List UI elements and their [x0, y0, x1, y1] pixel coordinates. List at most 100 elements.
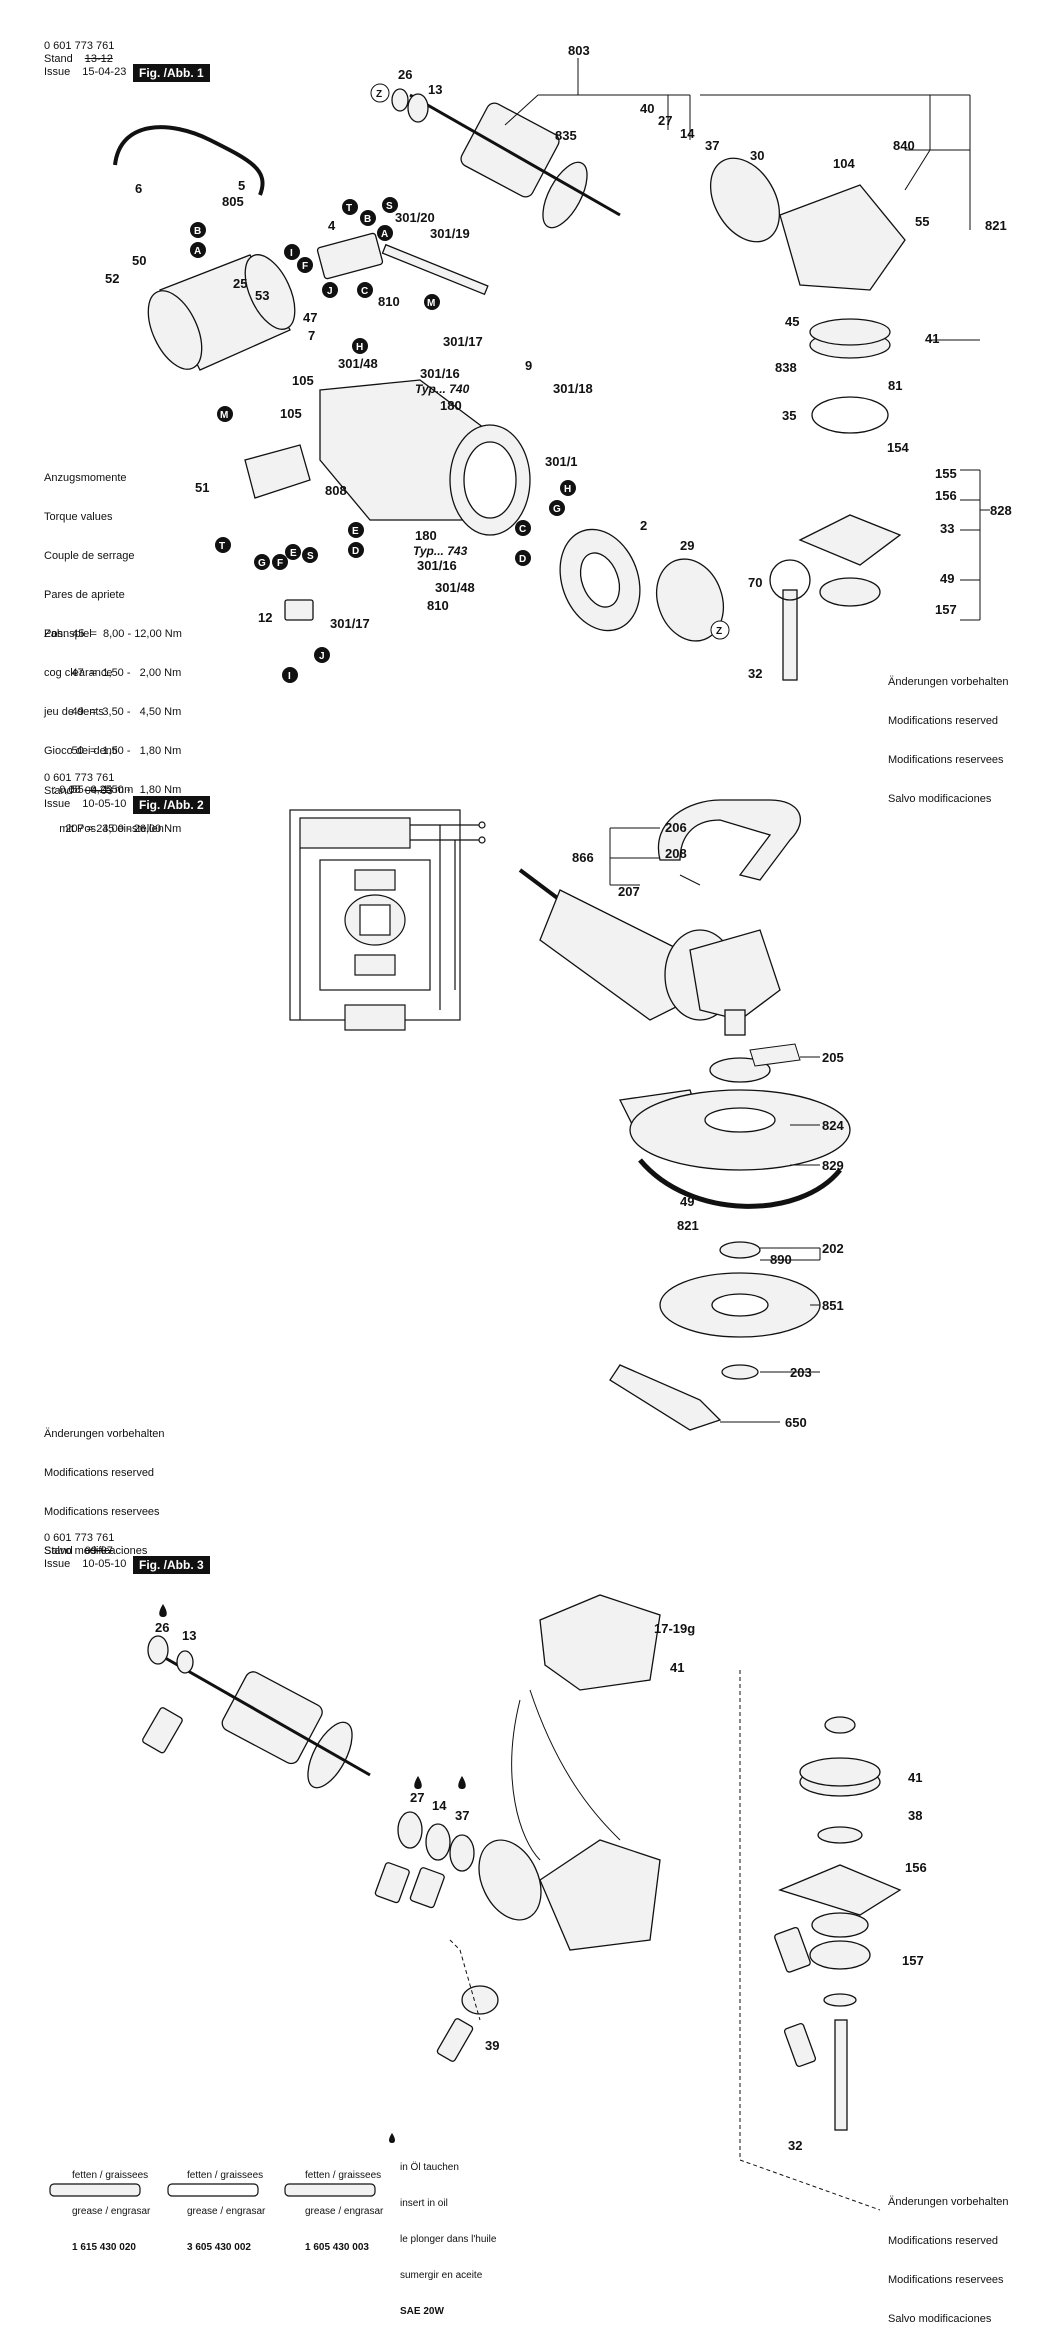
svg-text:D: D [352, 546, 359, 557]
label-38: 38 [908, 1808, 922, 1823]
letter-marker: T [215, 537, 231, 553]
label-155: 155 [935, 466, 957, 481]
gear-head-shape [539, 1839, 661, 1951]
torque-title-3: Couple de serrage [44, 550, 135, 562]
svg-text:A: A [381, 229, 388, 240]
bearing-cover-shape [778, 1864, 902, 1916]
label-301-19: 301/19 [430, 226, 470, 241]
cog-line: jeu de dents [44, 706, 104, 718]
letter-marker: T [342, 199, 358, 215]
torque-values-note: Anzugsmomente Torque values Couple de se… [44, 446, 182, 862]
part-number: 0 601 773 761 [44, 1532, 115, 1544]
svg-text:G: G [258, 558, 266, 569]
letter-marker: M [217, 406, 233, 422]
label-7: 7 [308, 328, 315, 343]
suppressor-shape [244, 444, 311, 499]
letter-marker: B [190, 222, 206, 238]
bearing-shape [397, 1811, 423, 1849]
auxiliary-handle-shape [657, 799, 802, 881]
svg-text:A: A [194, 246, 201, 257]
letter-marker: A [377, 225, 393, 241]
mods-line: Modifications reservees [888, 754, 1004, 766]
label-26: 26 [398, 67, 412, 82]
spindle-shape [782, 589, 798, 681]
mods-line: Salvo modificaciones [44, 1545, 148, 1557]
diagram-fig2: 206 866 208 207 205 824 829 49 821 202 8… [289, 799, 851, 1431]
issue-label: Issue [44, 1558, 71, 1570]
label-824: 824 [822, 1118, 844, 1133]
letter-marker: S [302, 547, 318, 563]
stand-date: 04-03 [84, 785, 113, 797]
cog-line: cog clearance [44, 667, 113, 679]
armature-shape [142, 1635, 371, 1789]
letter-marker: Z [710, 620, 730, 640]
figure-badge: Fig. /Abb. 1 [133, 64, 210, 82]
svg-text:T: T [346, 203, 352, 214]
cog-line: Zahnspiel [44, 628, 92, 640]
torque-row: 207 = 24,00 - 26,00 Nm [44, 823, 182, 835]
label-157: 157 [935, 602, 957, 617]
label-890: 890 [770, 1252, 792, 1267]
part-labels-fig3: 26 13 17-19g 41 27 14 37 39 41 38 156 15… [155, 1620, 927, 2153]
label-808: 808 [325, 483, 347, 498]
svg-text:B: B [194, 226, 201, 237]
oil-drop-icon [414, 1776, 422, 1789]
letter-marker: H [560, 480, 576, 496]
label-828: 828 [990, 503, 1012, 518]
page-header: 0 601 773 761 Stand 13-12 Issue 15-04-23 [44, 40, 126, 79]
letter-marker: I [282, 667, 298, 683]
cog-line: mit Pos. 35 einstellen [44, 823, 164, 835]
label-301-48: 301/48 [338, 356, 378, 371]
label-26: 26 [155, 1620, 169, 1635]
letter-marker: B [360, 210, 376, 226]
svg-text:E: E [352, 526, 359, 537]
letter-marker: A [190, 242, 206, 258]
label-25: 25 [233, 276, 247, 291]
label-180: 180 [440, 398, 462, 413]
motor-housing-shape [147, 254, 296, 371]
grease-text: grease / engrasar [187, 2206, 266, 2217]
mods-line: Änderungen vorbehalten [888, 676, 1009, 688]
label-5: 5 [238, 178, 245, 193]
cog-line: : 0,08 - 0,25 mm [44, 784, 134, 796]
mods-line: Modifications reservees [888, 2274, 1004, 2286]
torque-title-4: Pares de apriete [44, 589, 125, 601]
label-301-17: 301/17 [330, 616, 370, 631]
mods-line: Änderungen vorbehalten [44, 1428, 165, 1440]
capacitor-shape [284, 599, 314, 621]
switch-rod-shape [381, 243, 489, 296]
label-835: 835 [555, 128, 577, 143]
svg-text:Z: Z [376, 89, 382, 100]
grease-tube-icon [167, 2183, 259, 2197]
mods-line: Modifications reservees [44, 1506, 160, 1518]
label-49: 49 [940, 571, 954, 586]
leader-lines [609, 827, 821, 1423]
label-156: 156 [935, 488, 957, 503]
label-41: 41 [908, 1770, 922, 1785]
oil-text: SAE 20W [400, 2306, 444, 2317]
label-13: 13 [182, 1628, 196, 1643]
torque-row: Pos. 45 = 8,00 - 12,00 Nm [44, 628, 182, 640]
svg-text:C: C [361, 286, 368, 297]
mods-line: Salvo modificaciones [888, 793, 992, 805]
label-49: 49 [680, 1194, 694, 1209]
grease-text: grease / engrasar [305, 2206, 384, 2217]
armature-shape [391, 88, 621, 229]
letter-marker: G [254, 554, 270, 570]
grease-text: fetten / graissees [305, 2170, 382, 2181]
label-55: 55 [915, 214, 929, 229]
torque-row: 50 = 1,50 - 1,80 Nm [44, 745, 182, 757]
label-154: 154 [887, 440, 909, 455]
label-301-1: 301/1 [545, 454, 578, 469]
label-39: 39 [485, 2038, 499, 2053]
svg-text:M: M [427, 298, 435, 309]
diagram-fig3: 26 13 17-19g 41 27 14 37 39 41 38 156 15… [49, 1594, 927, 2211]
label-821: 821 [677, 1218, 699, 1233]
grease-tube-icon [49, 2183, 141, 2197]
svg-text:J: J [319, 651, 325, 662]
stand-label: Stand [44, 1545, 73, 1557]
oil-drop-icon [458, 1776, 466, 1789]
bearing-flange-shape [709, 157, 781, 243]
svg-text:M: M [220, 410, 228, 421]
bearing-cover-shape [798, 514, 902, 566]
